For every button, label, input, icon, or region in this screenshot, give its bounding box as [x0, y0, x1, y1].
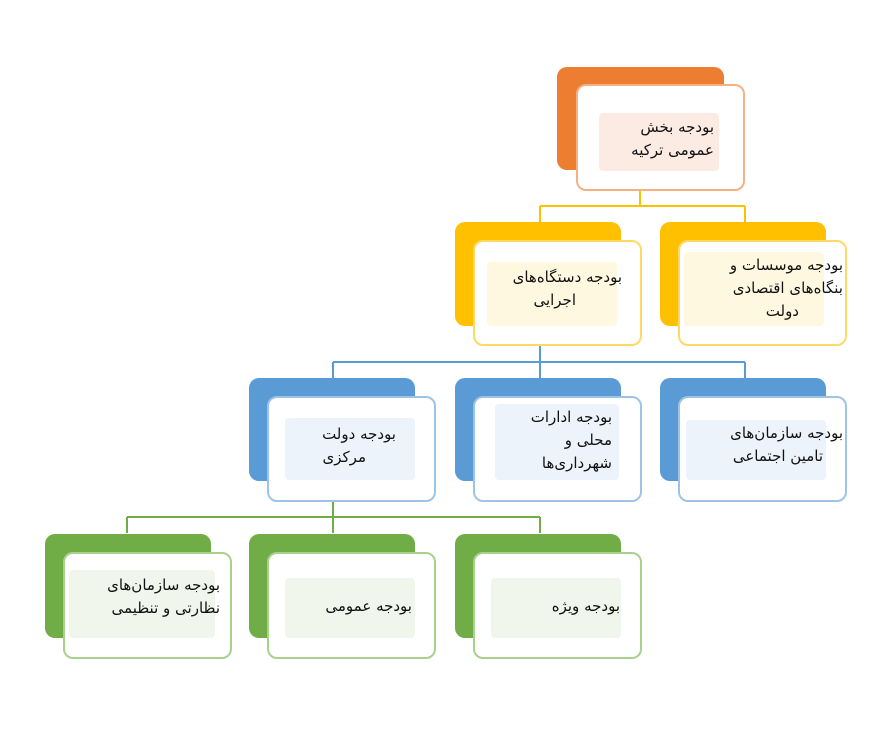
node-label-line: اجرایی: [533, 291, 576, 309]
node-label-line: بودجه سازمان‌های: [107, 576, 220, 594]
node-text-background: [495, 404, 619, 480]
node-special-budget: بودجه ویژه: [455, 534, 642, 659]
connector-root-to-level2: [539, 190, 746, 222]
node-label-line: مرکزی: [322, 448, 366, 466]
node-label-line: تامین اجتماعی: [732, 447, 823, 465]
node-text-background: [487, 262, 617, 326]
node-text-background: [69, 570, 215, 638]
node-social-security-budget: بودجه سازمان‌های تامین اجتماعی: [660, 378, 847, 502]
node-label: بودجه عمومی: [325, 595, 412, 618]
node-label: بودجه موسسات و بنگاه‌های اقتصادی دولت: [730, 254, 843, 323]
node-label-line: دولت: [765, 302, 799, 320]
node-label-line: عمومی ترکیه: [631, 141, 714, 159]
node-label-line: نظارتی و تنظیمی: [111, 599, 220, 617]
node-text-background: [285, 578, 415, 638]
node-text-background: [686, 420, 826, 480]
node-executive-agencies-budget: بودجه دستگاه‌های اجرایی: [455, 222, 642, 347]
node-label-line: بودجه موسسات و: [729, 256, 843, 274]
connector-central-to-level4: [126, 501, 541, 533]
node-label-line: بودجه دستگاه‌های: [512, 268, 622, 286]
node-regulatory-agencies-budget: بودجه سازمان‌های نظارتی و تنظیمی: [45, 534, 232, 659]
node-text-background: [684, 252, 824, 326]
node-label-line: بودجه بخش: [640, 118, 714, 136]
node-label: بودجه دولت مرکزی: [322, 423, 396, 469]
connector-executive-to-level3: [332, 346, 746, 378]
node-label-line: بودجه دولت: [322, 425, 396, 443]
node-label-line: بودجه ادارات: [530, 408, 612, 426]
node-label: بودجه بخش عمومی ترکیه: [631, 116, 714, 162]
node-label: بودجه سازمان‌های نظارتی و تنظیمی: [107, 574, 220, 620]
node-label: بودجه سازمان‌های تامین اجتماعی: [730, 422, 843, 468]
node-central-government-budget: بودجه دولت مرکزی: [249, 378, 436, 502]
node-state-enterprises-budget: بودجه موسسات و بنگاه‌های اقتصادی دولت: [660, 222, 847, 347]
node-label-line: بودجه سازمان‌های: [730, 424, 843, 442]
node-turkey-public-sector-budget: بودجه بخش عمومی ترکیه: [557, 67, 745, 192]
node-label-line: بودجه ویژه: [551, 597, 620, 615]
node-label: بودجه ویژه: [552, 595, 620, 618]
node-label-line: بنگاه‌های اقتصادی: [732, 279, 843, 297]
node-text-background: [491, 578, 621, 638]
node-label: بودجه دستگاه‌های اجرایی: [513, 266, 622, 312]
node-label-line: شهرداری‌ها: [541, 454, 612, 472]
node-text-background: [599, 113, 719, 171]
node-text-background: [285, 418, 415, 480]
node-label-line: محلی و: [564, 431, 612, 449]
node-label-line: بودجه عمومی: [325, 597, 412, 615]
node-general-budget: بودجه عمومی: [249, 534, 436, 659]
node-local-administrations-budget: بودجه ادارات محلی و شهرداری‌ها: [455, 378, 642, 502]
node-label: بودجه ادارات محلی و شهرداری‌ها: [531, 406, 612, 475]
